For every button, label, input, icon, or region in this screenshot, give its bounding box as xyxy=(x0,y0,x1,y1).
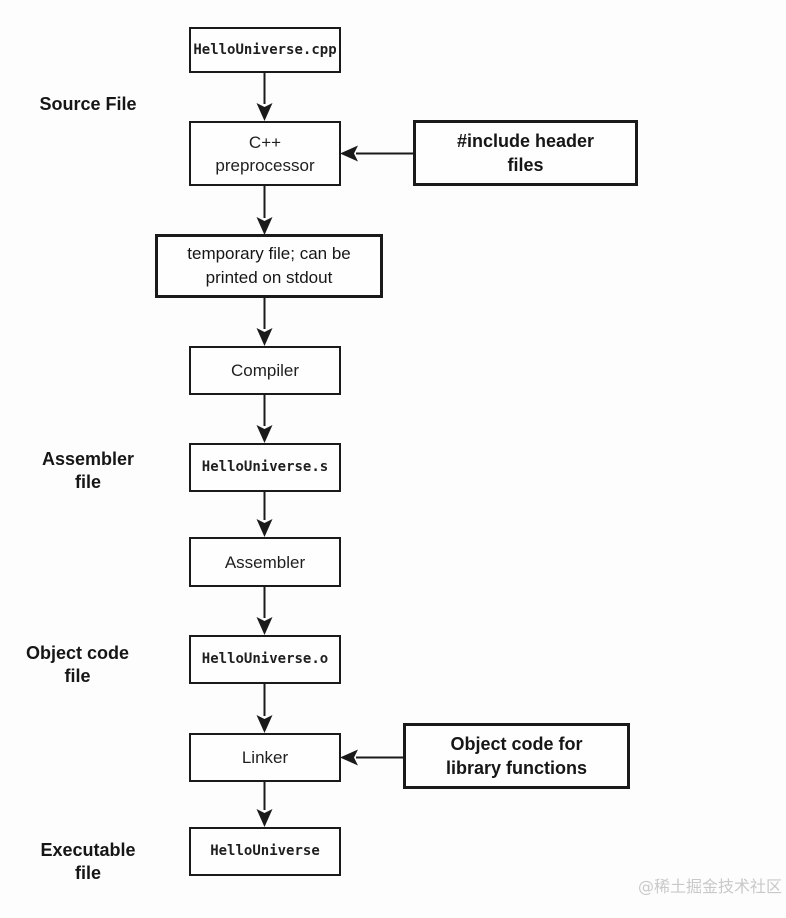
node-cpp-preprocessor: C++ preprocessor xyxy=(189,121,341,186)
node-temporary-file: temporary file; can be printed on stdout xyxy=(155,234,383,298)
arrow-objectfile-to-linker xyxy=(256,684,273,733)
arrow-linker-to-executable xyxy=(256,782,273,827)
stage-label-object-code-file: Object code file xyxy=(25,643,130,686)
node-compiler: Compiler xyxy=(189,346,341,395)
node-executable: HelloUniverse xyxy=(189,827,341,876)
arrow-headers-to-preprocessor xyxy=(340,145,413,162)
watermark-text: @稀土掘金技术社区 xyxy=(637,877,782,896)
arrow-assemblerfile-to-assembler xyxy=(256,492,273,537)
stage-label-executable-file: Executable file xyxy=(40,840,136,883)
node-assembler: Assembler xyxy=(189,537,341,587)
node-object-code-library: Object code for library functions xyxy=(403,723,630,789)
node-linker: Linker xyxy=(189,733,341,782)
arrow-preprocessor-to-tempfile xyxy=(256,186,273,235)
arrow-library-to-linker xyxy=(340,749,403,766)
node-include-headers: #include header files xyxy=(413,120,638,186)
arrow-compiler-to-assemblerfile xyxy=(256,395,273,443)
arrow-assembler-to-objectfile xyxy=(256,587,273,635)
node-source-file: HelloUniverse.cpp xyxy=(189,27,341,73)
stage-label-assembler-file: Assembler file xyxy=(41,449,135,492)
arrow-tempfile-to-compiler xyxy=(256,298,273,346)
node-assembler-file: HelloUniverse.s xyxy=(189,443,341,492)
arrow-source-to-preprocessor xyxy=(256,73,273,121)
stage-label-source-file: Source File xyxy=(39,94,137,114)
node-object-file: HelloUniverse.o xyxy=(189,635,341,684)
